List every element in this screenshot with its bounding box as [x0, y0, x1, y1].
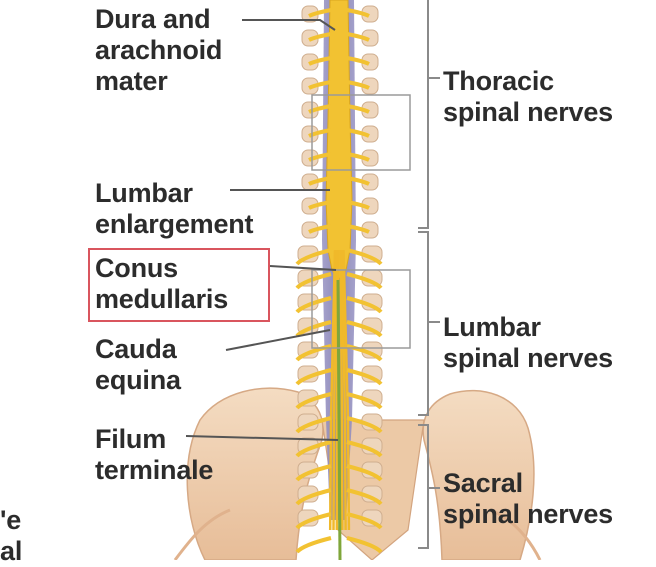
spinal-nerve-right — [346, 152, 370, 162]
spinal-nerve-right — [346, 200, 370, 210]
spinal-nerve-left — [308, 224, 332, 234]
label-conus-medullaris: Conus medullaris — [95, 253, 229, 314]
lumbar-segment-box — [311, 269, 411, 349]
leader-cauda — [225, 329, 331, 351]
spinal-nerve-left — [308, 104, 332, 114]
spinal-nerve-left — [308, 80, 332, 90]
spinal-nerve-left — [308, 56, 332, 66]
spinal-nerve-left — [308, 32, 332, 42]
spinal-nerve-right — [346, 536, 383, 554]
sacral-bracket — [418, 424, 440, 549]
spinal-cord — [325, 0, 353, 281]
spinal-nerve-left — [295, 464, 332, 482]
label-lumbar-enlargement: Lumbar enlargement — [95, 178, 254, 239]
leader-filum — [185, 435, 339, 441]
spinal-nerve-right — [346, 224, 370, 234]
label-filum-terminale: Filum terminale — [95, 424, 214, 485]
spinal-nerve-left — [295, 320, 332, 338]
spinal-nerve-left — [308, 176, 332, 186]
spinal-nerve-left — [295, 440, 332, 458]
label-cropped-left: 'e al — [0, 505, 23, 566]
leader-conus — [269, 265, 337, 271]
cauda-equina-strand — [332, 249, 338, 531]
label-cauda-equina: Cauda equina — [95, 334, 181, 395]
spinal-nerve-right — [346, 296, 383, 314]
spinal-nerve-left — [295, 296, 332, 314]
spinal-nerve-right — [346, 320, 383, 338]
spinal-nerve-left — [295, 536, 332, 554]
spinal-nerve-left — [295, 416, 332, 434]
spinal-nerve-right — [346, 512, 383, 530]
thoracic-segment-box — [311, 94, 411, 171]
spinal-nerve-right — [346, 56, 370, 66]
spinal-nerve-left — [295, 392, 332, 410]
spinal-nerve-left — [295, 344, 332, 362]
spinal-nerve-right — [346, 32, 370, 42]
spinal-nerve-right — [346, 464, 383, 482]
spinal-nerve-left — [295, 488, 332, 506]
spinal-nerve-left — [295, 272, 332, 290]
spinal-nerve-right — [346, 440, 383, 458]
cauda-equina-strand — [340, 249, 347, 531]
spinal-nerve-right — [346, 128, 370, 138]
spinal-nerve-right — [346, 8, 370, 18]
label-sacral-spinal-nerves: Sacral spinal nerves — [443, 468, 613, 529]
cauda-equina-strand — [339, 249, 344, 531]
spinal-nerve-right — [346, 488, 383, 506]
spinal-nerve-left — [308, 200, 332, 210]
lumbar-bracket — [418, 231, 440, 416]
spinal-nerves — [295, 8, 383, 554]
spinal-nerve-left — [308, 8, 332, 18]
label-dura-and-arachnoid-mater: Dura and arachnoid mater — [95, 4, 223, 96]
spinal-nerve-right — [346, 80, 370, 90]
spinal-nerve-right — [346, 248, 383, 266]
spinal-nerve-right — [346, 392, 383, 410]
spinal-nerve-right — [346, 104, 370, 114]
spinal-nerve-right — [346, 272, 383, 290]
leader-dura — [242, 19, 336, 31]
thoracic-bracket — [418, 0, 440, 229]
spinal-nerve-right — [346, 416, 383, 434]
conus-medullaris-highlight-box — [88, 248, 270, 322]
left-hip-bone — [186, 387, 324, 560]
spinal-nerve-left — [308, 152, 332, 162]
spinal-nerve-right — [346, 368, 383, 386]
spinal-nerve-right — [346, 344, 383, 362]
label-thoracic-spinal-nerves: Thoracic spinal nerves — [443, 66, 613, 127]
spinal-nerve-left — [295, 368, 332, 386]
spinal-nerve-left — [295, 512, 332, 530]
filum-terminale — [336, 279, 342, 560]
spinal-nerve-right — [346, 176, 370, 186]
label-lumbar-spinal-nerves: Lumbar spinal nerves — [443, 312, 613, 373]
spinal-nerve-left — [295, 248, 332, 266]
spinal-nerve-left — [308, 128, 332, 138]
